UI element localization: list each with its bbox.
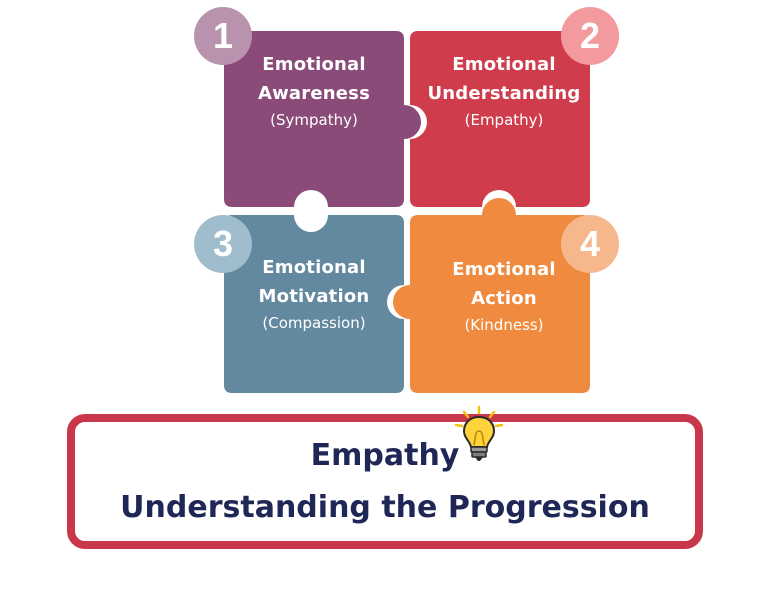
piece-4-text: Emotional Action (Kindness) xyxy=(418,255,590,337)
piece-3-title-line1: Emotional xyxy=(262,257,366,278)
banner-subtitle: Understanding the Progression xyxy=(120,490,650,525)
piece-4-title-line1: Emotional xyxy=(452,259,556,280)
piece-2-title-line1: Emotional xyxy=(452,54,556,75)
step-4-badge: 4 xyxy=(561,215,619,273)
step-1-badge: 1 xyxy=(194,7,252,65)
puzzle-piece-1 xyxy=(224,31,421,207)
piece-1-text: Emotional Awareness (Sympathy) xyxy=(232,50,396,132)
step-2-badge: 2 xyxy=(561,7,619,65)
piece-2-subtitle: (Empathy) xyxy=(464,111,544,129)
piece-1-title-line1: Emotional xyxy=(262,54,366,75)
piece-2-title-line2: Understanding xyxy=(427,83,581,104)
lightbulb-icon xyxy=(454,405,504,461)
piece-3-text: Emotional Motivation (Compassion) xyxy=(232,253,396,335)
piece-4-subtitle: (Kindness) xyxy=(464,316,544,334)
summary-banner: Empathy Understanding the Progression xyxy=(67,414,703,549)
banner-title: Empathy xyxy=(310,438,460,473)
piece-4-title-line2: Action xyxy=(471,288,537,309)
step-3-badge: 3 xyxy=(194,215,252,273)
piece-2-text: Emotional Understanding (Empathy) xyxy=(414,50,594,132)
piece-1-title-line2: Awareness xyxy=(257,83,371,104)
puzzle-piece-3 xyxy=(224,215,404,393)
piece-3-subtitle: (Compassion) xyxy=(262,314,366,332)
puzzle-piece-4 xyxy=(393,198,590,393)
piece-1-subtitle: (Sympathy) xyxy=(270,111,358,129)
piece-3-title-line2: Motivation xyxy=(258,286,370,307)
puzzle-piece-2 xyxy=(410,31,590,207)
